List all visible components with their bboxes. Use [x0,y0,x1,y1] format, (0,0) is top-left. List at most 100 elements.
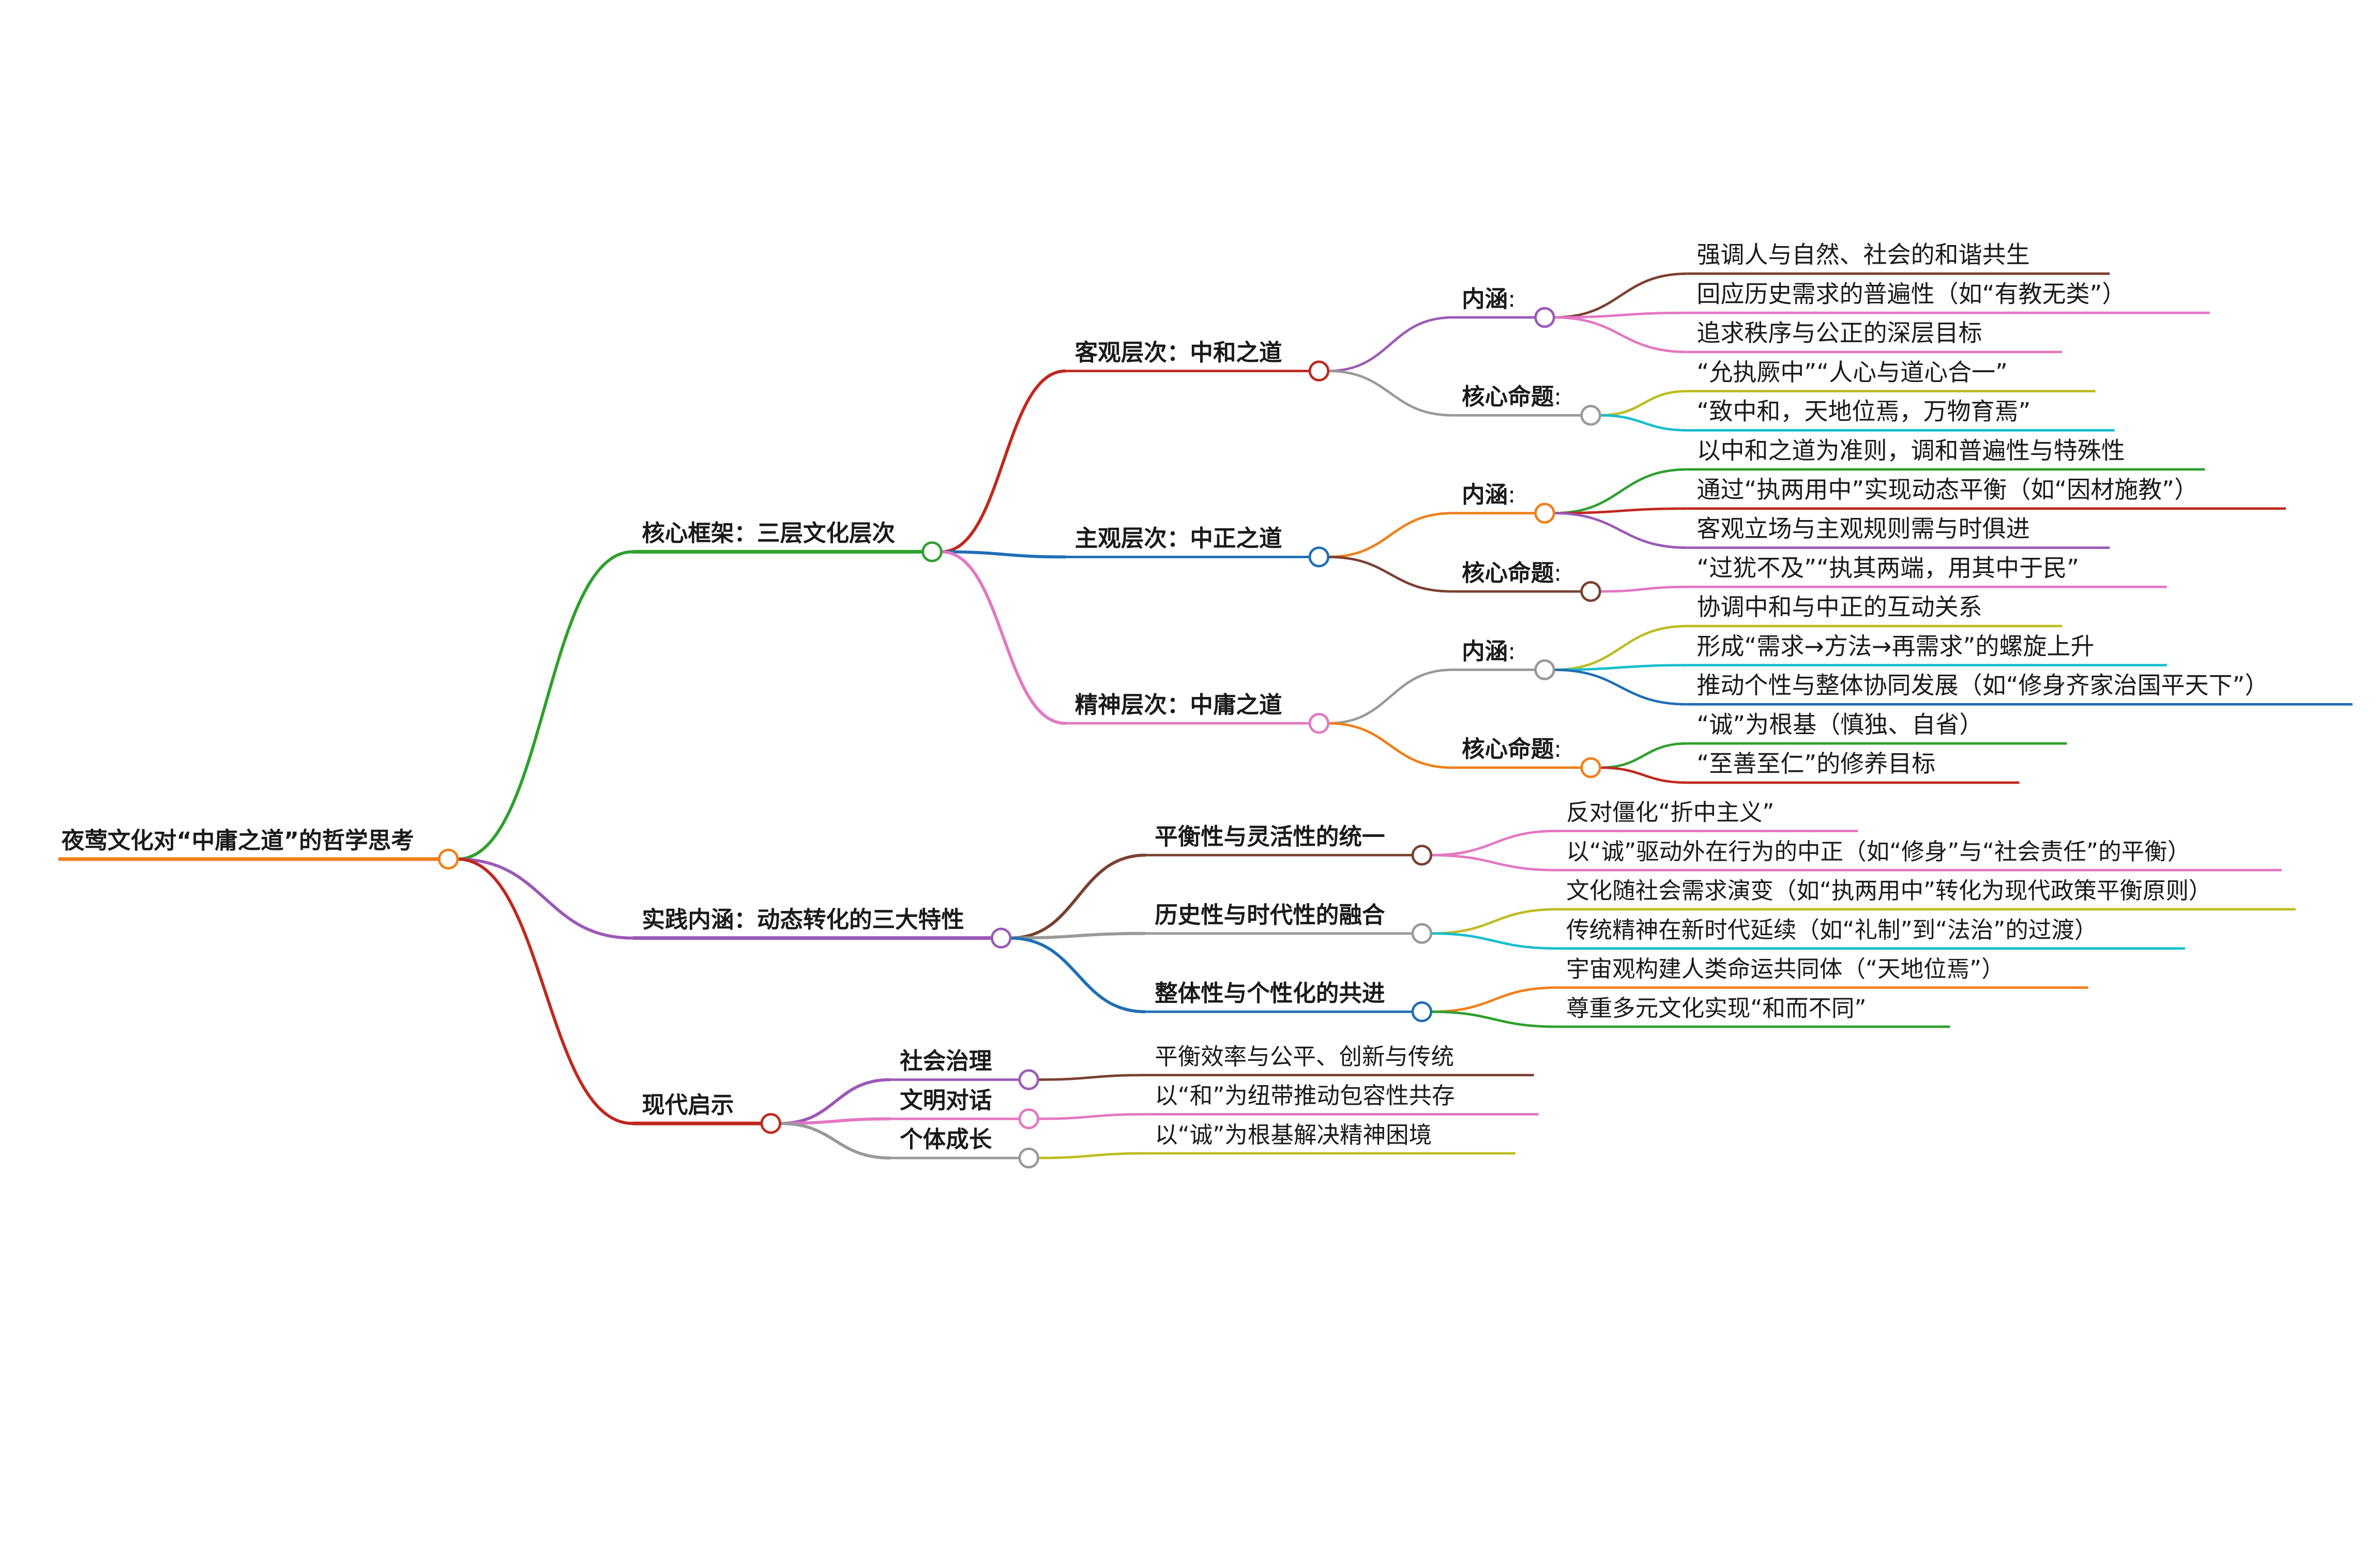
leaf-node-label[interactable]: 平衡效率与公平、创新与传统 [1155,1043,1454,1070]
node-label[interactable]: 现代启示 [642,1091,734,1118]
leaf-node-label[interactable]: 客观立场与主观规则需与时俱进 [1696,515,2029,543]
leaf-node-label[interactable]: 以“诚”为根基解决精神困境 [1155,1121,1432,1148]
leaf-node-label[interactable]: 推动个性与整体协同发展（如“修身齐家治国平天下”） [1696,672,2268,699]
collapse-toggle-icon[interactable] [1411,844,1433,866]
branch-connector [1328,512,1453,558]
label-colon: : [1508,285,1515,312]
branch-connector [1431,908,1557,935]
node-label[interactable]: 客观层次：中和之道 [1075,339,1282,366]
label-colon: : [1508,638,1515,665]
leaf-node-label[interactable]: 协调中和与中正的互动关系 [1696,593,1982,621]
node-label[interactable]: 历史性与时代性的融合 [1155,902,1385,928]
node-label[interactable]: 精神层次：中庸之道 [1075,691,1282,718]
branch-connector [1038,1152,1146,1160]
collapse-toggle-icon[interactable] [1018,1069,1039,1090]
leaf-node-label[interactable]: “至善至仁”的修养目标 [1696,750,1935,778]
collapse-toggle-icon[interactable] [760,1113,781,1134]
branch-connector [1554,664,1688,671]
branch-connector [457,857,633,940]
branch-connector [1328,722,1453,769]
branch-connector [1554,668,1688,706]
branch-connector [1431,1010,1557,1028]
branch-connector [457,550,633,861]
leaf-node-label[interactable]: “过犹不及”“执其两端，用其中于民” [1696,554,2079,582]
branch-connector [1328,668,1453,725]
leaf-node-label[interactable]: 形成“需求→方法→再需求”的螺旋上升 [1696,632,2094,660]
node-label[interactable]: 内涵: [1462,285,1515,312]
leaf-node-label[interactable]: 追求秩序与公正的深层目标 [1696,319,1982,347]
node-label[interactable]: 平衡性与灵活性的统一 [1155,823,1385,850]
leaf-node-label[interactable]: 以中和之道为准则，调和普遍性与特殊性 [1696,436,2125,464]
branch-connector [1554,468,1688,515]
branch-connector [1554,316,1688,354]
branch-connector [457,857,633,1125]
leaf-node-label[interactable]: 反对僵化“折中主义” [1566,799,1774,826]
leaf-node-label[interactable]: 传统精神在新时代延续（如“礼制”到“法治”的过渡） [1566,917,2097,943]
leaf-node-label[interactable]: 强调人与自然、社会的和谐共生 [1696,241,2029,269]
collapse-toggle-icon[interactable] [1018,1108,1039,1130]
leaf-node-label[interactable]: 以“和”为纽带推动包容性共存 [1155,1083,1455,1109]
collapse-toggle-icon[interactable] [1308,712,1330,734]
leaf-node-label[interactable]: 尊重多元文化实现“和而不同” [1566,995,1867,1022]
node-label[interactable]: 主观层次：中正之道 [1075,525,1282,552]
branch-connector [1554,272,1688,319]
branch-connector [1600,414,1688,432]
node-label[interactable]: 文明对话 [900,1087,992,1114]
collapse-toggle-icon[interactable] [1308,546,1330,568]
branch-connector [1554,507,1688,515]
branch-connector [1038,1113,1146,1120]
leaf-node-label[interactable]: “致中和，天地位焉，万物育焉” [1696,398,2030,425]
leaf-node-label[interactable]: “允执厥中”“人心与道心合一” [1696,358,2008,386]
collapse-toggle-icon[interactable] [921,541,943,562]
branch-connector [1431,854,1557,872]
branch-connector [780,1122,891,1160]
node-label[interactable]: 核心命题: [1462,384,1562,410]
branch-connector [1010,932,1146,940]
collapse-toggle-icon[interactable] [1580,405,1601,426]
label-colon: : [1554,559,1562,586]
node-label[interactable]: 核心命题: [1462,736,1562,763]
collapse-toggle-icon[interactable] [437,848,459,870]
branch-connector [1600,742,1688,769]
leaf-node-label[interactable]: 以“诚”驱动外在行为的中正（如“修身”与“社会责任”的平衡） [1566,838,2190,865]
collapse-toggle-icon[interactable] [1580,581,1601,602]
node-label[interactable]: 个体成长 [900,1126,992,1153]
branch-connector [1328,555,1453,593]
collapse-toggle-icon[interactable] [1308,360,1330,382]
leaf-node-label[interactable]: 回应历史需求的普遍性（如“有教无类”） [1696,280,2126,308]
branch-connector [1600,585,1688,593]
node-label[interactable]: 社会治理 [900,1048,992,1075]
collapse-toggle-icon[interactable] [1018,1147,1039,1169]
node-label[interactable]: 内涵: [1462,481,1515,508]
branch-connector [1600,766,1688,784]
leaf-node-label[interactable]: 文化随社会需求演变（如“执两用中”转化为现代政策平衡原则） [1566,877,2212,904]
branch-connector [1328,370,1453,417]
branch-connector [941,369,1066,554]
branch-connector [780,1078,891,1125]
node-label[interactable]: 内涵: [1462,638,1515,665]
collapse-toggle-icon[interactable] [991,927,1012,949]
node-label[interactable]: 整体性与个性化的共进 [1155,980,1385,1007]
collapse-toggle-icon[interactable] [1580,757,1601,779]
collapse-toggle-icon[interactable] [1534,502,1555,524]
node-label[interactable]: 核心框架：三层文化层次 [642,520,895,547]
collapse-toggle-icon[interactable] [1534,307,1555,328]
node-label[interactable]: 夜莺文化对“中庸之道”的哲学思考 [61,827,414,854]
collapse-toggle-icon[interactable] [1411,1001,1433,1023]
label-colon: : [1554,384,1562,410]
collapse-toggle-icon[interactable] [1534,659,1555,680]
branch-connector [780,1117,891,1125]
branch-connector [941,550,1066,725]
leaf-node-label[interactable]: 宇宙观构建人类命运共同体（“天地位焉”） [1566,956,2005,983]
branch-connector [1431,932,1557,950]
node-label[interactable]: 核心命题: [1462,559,1562,586]
leaf-node-label[interactable]: 通过“执两用中”实现动态平衡（如“因材施教”） [1696,476,2198,504]
label-colon: : [1554,736,1562,763]
collapse-toggle-icon[interactable] [1411,923,1433,944]
label-colon: : [1508,481,1515,508]
branch-connector [1431,830,1557,857]
node-label[interactable]: 实践内涵：动态转化的三大特性 [642,906,964,933]
leaf-node-label[interactable]: “诚”为根基（慎独、自省） [1696,710,1983,738]
branch-connector [1010,854,1146,940]
